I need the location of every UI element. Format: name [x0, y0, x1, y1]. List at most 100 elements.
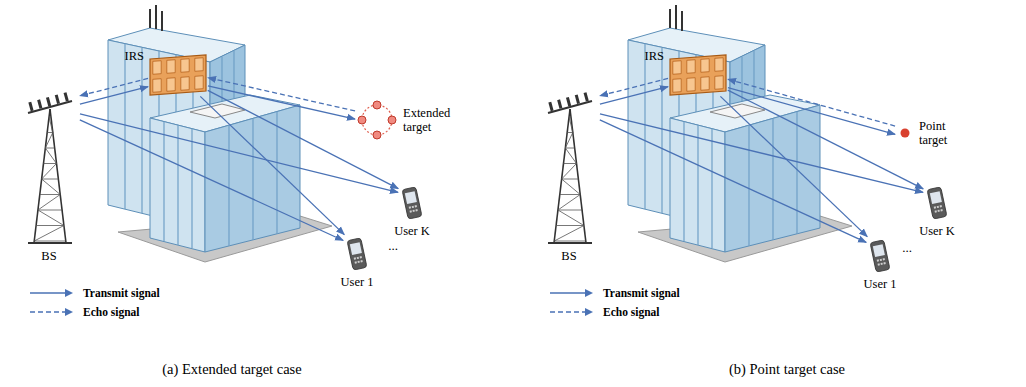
antenna: [575, 95, 580, 104]
phone-key: [883, 262, 885, 264]
irs-panel: IRS: [670, 55, 726, 95]
phone-screen: [405, 191, 417, 204]
antenna: [37, 99, 42, 108]
phone-key: [934, 206, 936, 208]
phone-key: [880, 263, 882, 265]
node-label: Point target: [919, 119, 961, 148]
phone-key: [883, 258, 885, 260]
phone-key: [357, 257, 359, 259]
mast-rung: [558, 210, 582, 211]
scatterer-dot: [373, 101, 381, 109]
phone-body: [870, 240, 890, 272]
mast-brace: [554, 117, 584, 241]
irs-element: [673, 79, 681, 93]
phone-key: [880, 259, 882, 261]
phone-key: [412, 210, 414, 212]
user-phone: User K: [400, 185, 424, 221]
antenna: [28, 102, 33, 111]
mast-rung: [40, 194, 60, 195]
phone-key: [357, 261, 359, 263]
antenna: [161, 11, 163, 31]
scatterer-dot: [358, 116, 366, 124]
phone-key: [360, 260, 362, 262]
mast-brace: [34, 117, 64, 241]
phone-key: [937, 210, 939, 212]
transmit-signal-arrow: [600, 87, 668, 104]
user-phone: User 1: [868, 238, 892, 274]
legend-text: Transmit signal: [83, 287, 160, 299]
mast-rung: [43, 163, 56, 164]
antenna: [64, 92, 69, 101]
antenna: [46, 97, 51, 106]
window-line: [276, 112, 277, 234]
phone-symbol: [927, 187, 947, 219]
phone-key: [412, 206, 414, 208]
ellipsis: ...: [902, 241, 912, 256]
node-label: BS: [41, 249, 56, 263]
subfigure-caption: (a) Extended target case: [162, 361, 301, 378]
mast-rung: [38, 210, 62, 211]
legend-line: [30, 311, 66, 312]
phone-body: [402, 187, 422, 219]
irs-element: [701, 59, 709, 73]
mast-rung: [42, 179, 59, 180]
mast-leg: [554, 109, 570, 243]
phone-key: [878, 263, 880, 265]
legend-entry: Transmit signal: [548, 287, 680, 299]
mast-rung: [560, 194, 580, 195]
node-shape: [345, 236, 369, 272]
subfigure-caption-holder: (a) Extended target case: [162, 360, 301, 378]
irs-element: [153, 79, 161, 93]
irs-element: [153, 61, 161, 75]
window-line: [228, 125, 229, 246]
node-label: IRS: [125, 49, 144, 63]
base-station: BS: [540, 95, 598, 245]
irs-element: [715, 76, 723, 90]
legend-arrowhead: [585, 289, 593, 297]
phone-key: [360, 256, 362, 258]
node-shape: [400, 185, 424, 221]
irs-element: [701, 77, 709, 91]
buildings: [628, 5, 852, 262]
mast-rung: [556, 225, 584, 226]
irs-element: [195, 58, 203, 72]
node-shape: [670, 55, 726, 95]
user-phone: User 1: [345, 236, 369, 272]
irs-element: [687, 78, 695, 92]
irs-element: [673, 61, 681, 75]
subfigure-caption-holder: (b) Point target case: [729, 360, 845, 378]
window-lines: [164, 112, 277, 248]
mast-leg: [570, 109, 586, 243]
node-shape: [897, 125, 913, 141]
transmit-signal-arrow: [600, 114, 923, 193]
tower-symbol: [28, 92, 72, 243]
phone-symbol: [347, 238, 367, 270]
antenna: [55, 95, 60, 104]
phone-key: [937, 206, 939, 208]
base-station: BS: [20, 95, 78, 245]
phone-body: [927, 187, 947, 219]
legend-text: Echo signal: [83, 306, 140, 318]
node-label: BS: [561, 249, 576, 263]
node-label: Extended target: [403, 106, 465, 135]
connectors: [80, 78, 923, 243]
antenna: [566, 97, 571, 106]
point-target: Point target: [897, 125, 913, 141]
extended-target: Extended target: [357, 100, 397, 140]
phone-key: [940, 209, 942, 211]
transmit-signal-arrow: [600, 120, 866, 243]
antenna: [557, 99, 562, 108]
legend-arrowhead: [65, 289, 73, 297]
echo-signal-arrow: [600, 78, 668, 95]
window-line: [124, 44, 125, 209]
echo-signal-arrow: [80, 78, 148, 95]
node-shape: [925, 185, 949, 221]
target-dot: [901, 129, 910, 138]
tower-symbol: [548, 92, 592, 243]
phone-key: [415, 205, 417, 207]
